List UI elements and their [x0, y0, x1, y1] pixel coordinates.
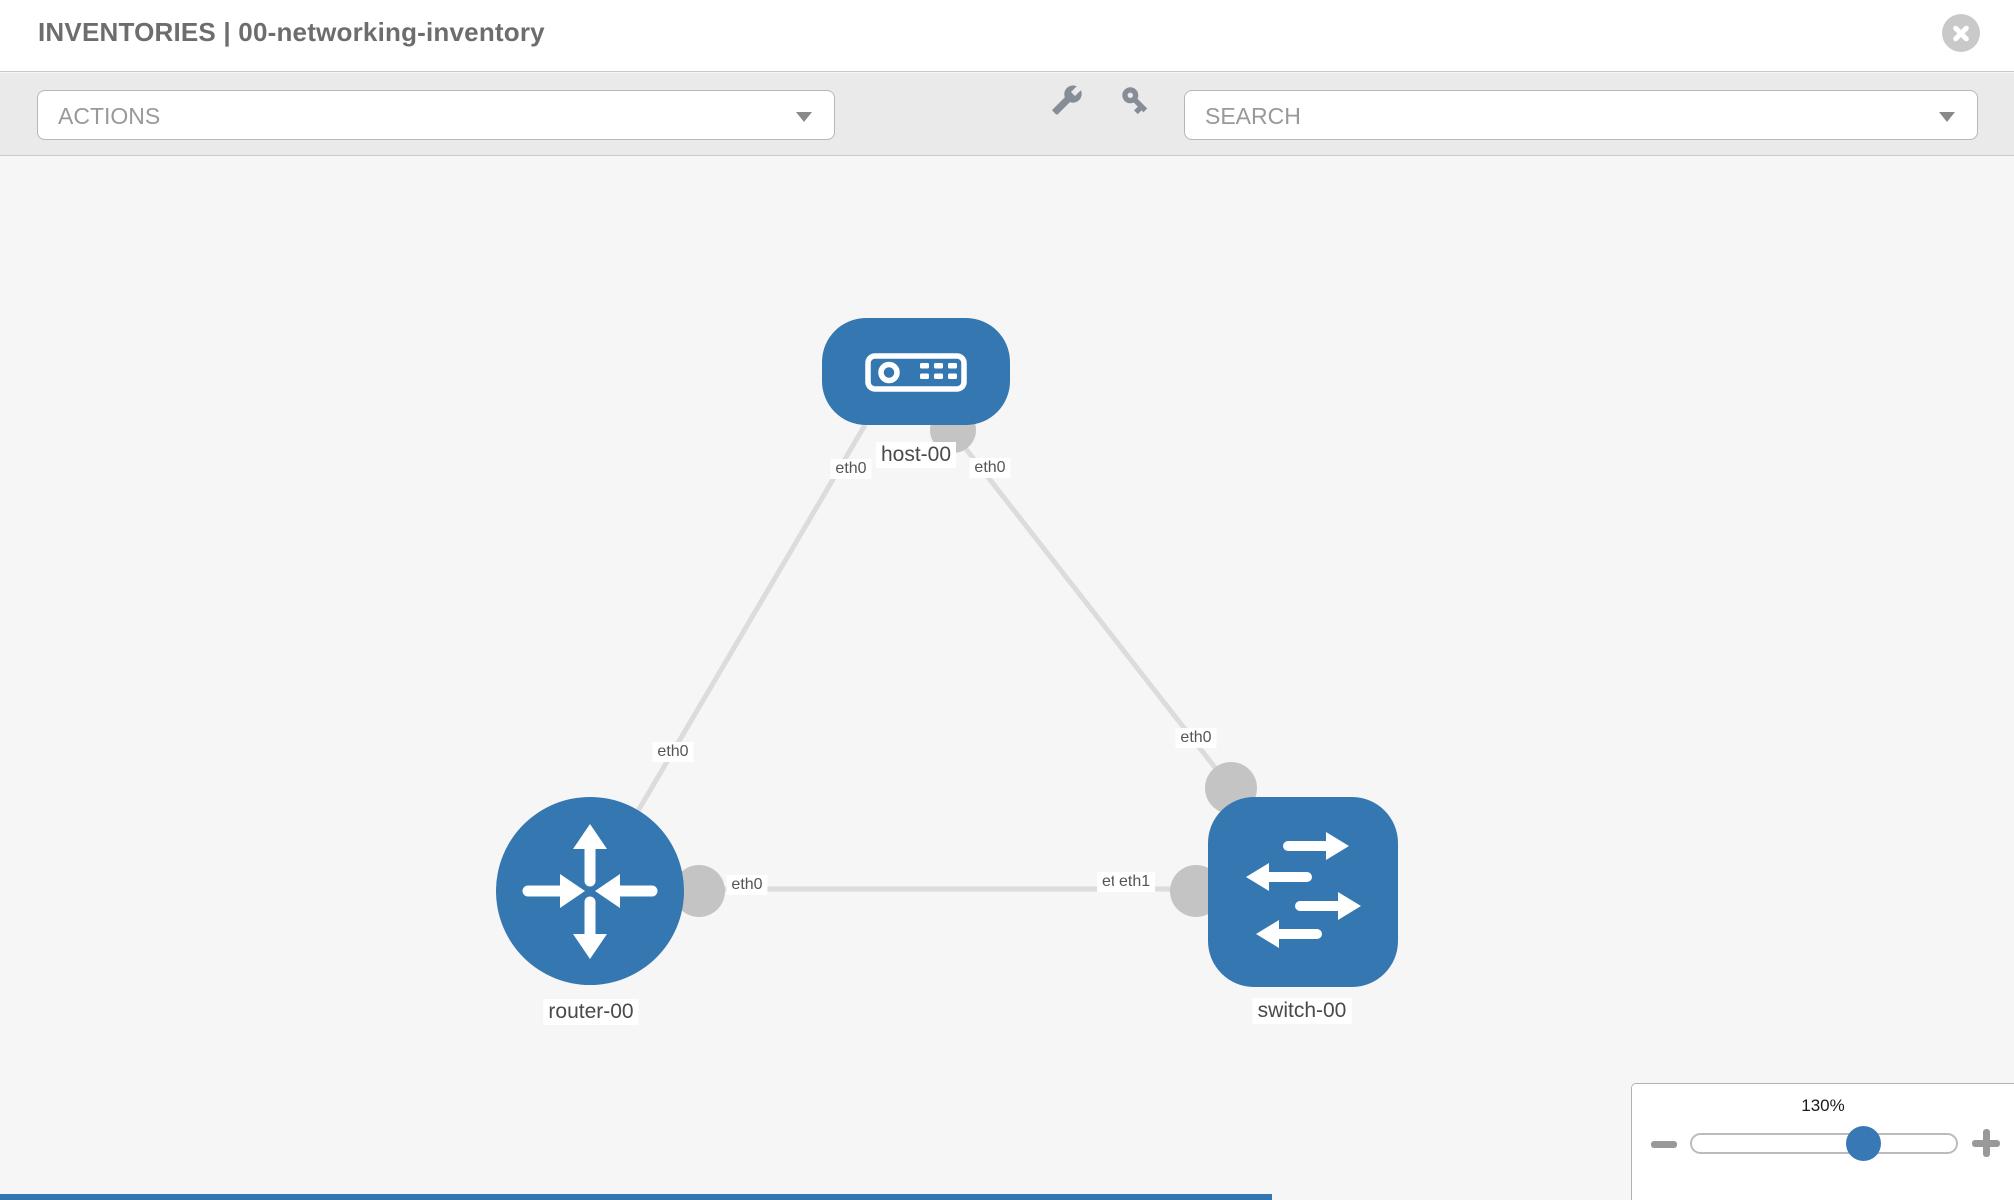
bottom-edge-bar: [0, 1194, 1272, 1200]
zoom-level-value: 130%: [1801, 1096, 1845, 1115]
page-title: INVENTORIES | 00-networking-inventory: [38, 17, 545, 47]
search-dropdown[interactable]: SEARCH: [1184, 90, 1978, 140]
minus-icon[interactable]: [1651, 1129, 1677, 1157]
iface-label-router-switch-right-front: eth1: [1114, 872, 1156, 892]
node-label-host: host-00: [875, 442, 957, 468]
iface-label-router-switch-left: eth0: [726, 875, 768, 895]
link-lines: [615, 423, 1240, 892]
minus-bar: [1651, 1141, 1677, 1148]
iface-label-host-right: eth0: [969, 458, 1011, 478]
node-switch[interactable]: [1208, 797, 1398, 987]
link-host-switch[interactable]: [946, 424, 1233, 790]
actions-dropdown-label: ACTIONS: [58, 103, 161, 129]
toolbar: ACTIONS SEARCH: [0, 73, 2014, 156]
key-icon[interactable]: [1119, 84, 1151, 116]
iface-label-host-switch-link: eth0: [1175, 728, 1217, 748]
link-host-router[interactable]: [615, 423, 868, 847]
iface-label-host-router-link: eth0: [652, 742, 694, 762]
chevron-down-icon: [1939, 112, 1955, 122]
node-router[interactable]: [496, 797, 684, 985]
close-icon[interactable]: [1942, 14, 1980, 52]
actions-dropdown[interactable]: ACTIONS: [37, 90, 835, 140]
zoom-slider-track[interactable]: [1690, 1133, 1958, 1154]
endpoint-router-right[interactable]: [673, 865, 725, 917]
node-label-switch: switch-00: [1252, 998, 1352, 1024]
iface-label-host-left: eth0: [830, 459, 872, 479]
node-host[interactable]: [822, 318, 1010, 425]
search-dropdown-label: SEARCH: [1205, 103, 1301, 129]
switch-arrows-icon: [1246, 832, 1361, 948]
router-arrows-icon: [522, 824, 658, 959]
wrench-icon[interactable]: [1051, 84, 1083, 116]
header: INVENTORIES | 00-networking-inventory: [0, 0, 2014, 72]
zoom-slider-handle[interactable]: [1846, 1126, 1881, 1161]
server-icon: [865, 353, 967, 392]
plus-icon[interactable]: [1972, 1129, 2000, 1157]
node-label-router: router-00: [543, 999, 639, 1025]
chevron-down-icon: [796, 112, 812, 122]
interface-endpoints: [673, 407, 1257, 917]
plus-bar: [1982, 1129, 1990, 1157]
